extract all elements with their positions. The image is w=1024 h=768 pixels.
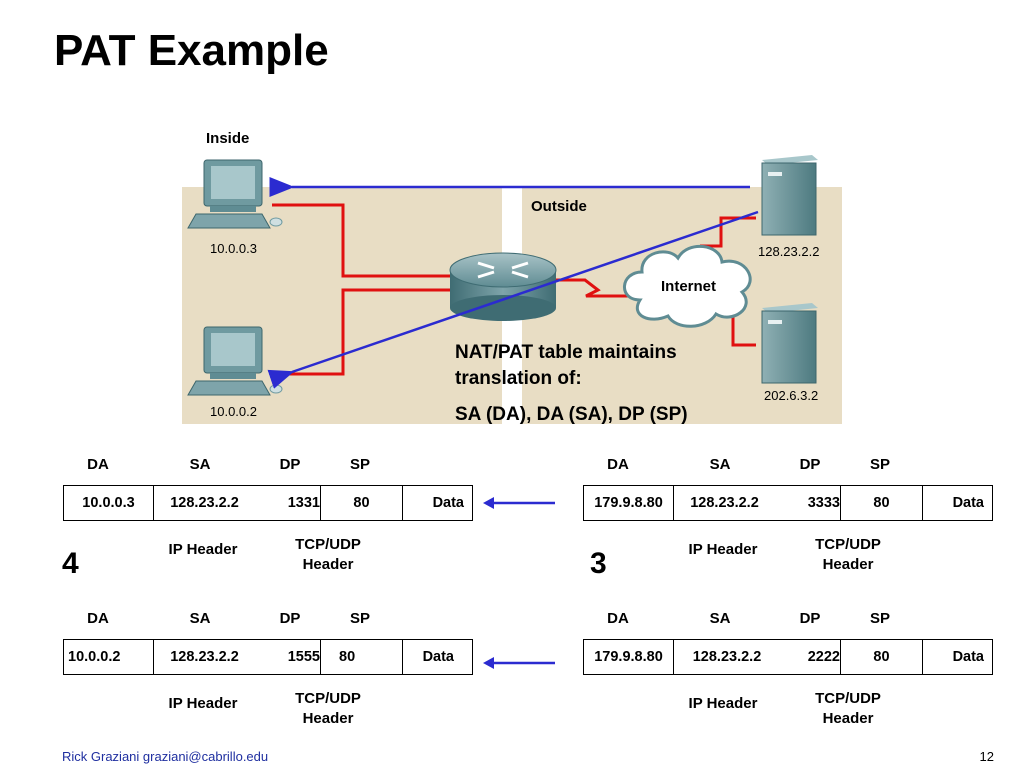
packet-left-bottom: 10.0.0.2 128.23.2.2 1555 80 Data (63, 639, 473, 675)
packet-right-bottom: 179.9.8.80 128.23.2.2 2222 80 Data (583, 639, 993, 675)
col-header-sa: SA (709, 610, 731, 627)
router-icon (449, 252, 557, 321)
packet-cell-dp: 3333 (775, 486, 841, 520)
packet-cell-dp: 2222 (780, 640, 841, 674)
packet-cell-data: Data (952, 495, 984, 511)
step-number-4: 4 (62, 547, 79, 580)
packet-cell-data: Data (432, 495, 464, 511)
ip-header-label: IP Header (168, 541, 238, 558)
ip-header-label: IP Header (168, 695, 238, 712)
col-header-sp: SP (349, 610, 370, 627)
nat-note: NAT/PAT table maintains translation of: … (455, 340, 688, 428)
network-diagram: Inside Outside Internet 10.0.0.3 10.0.0.… (182, 130, 842, 424)
note-line-2: translation of: (455, 368, 582, 389)
footer-author: Rick Graziani graziani@cabrillo.edu (62, 749, 269, 764)
packet-right-top: 179.9.8.80 128.23.2.2 3333 80 Data (583, 485, 993, 521)
col-header-da: DA (87, 610, 109, 627)
col-header-da: DA (607, 610, 629, 627)
col-header-sa: SA (189, 456, 211, 473)
page-number: 12 (979, 749, 994, 764)
server-1-ip: 128.23.2.2 (758, 244, 819, 259)
packet-cell-sa: 128.23.2.2 (170, 495, 239, 511)
col-header-da: DA (87, 456, 109, 473)
computer-icon-host-1 (187, 159, 283, 229)
flow-arrow-to-host-2 (267, 210, 759, 389)
packet-cell-sa: 128.23.2.2 (690, 495, 759, 511)
packet-cell-da: 10.0.0.2 (64, 640, 154, 674)
packet-cell-sp: 80 (321, 486, 403, 520)
arrow-left-icon (483, 657, 555, 669)
packet-cell-da: 179.9.8.80 (584, 640, 674, 674)
packet-cell-sa: 128.23.2.2 (170, 649, 239, 665)
server-icon-1 (761, 155, 818, 236)
internet-label: Internet (661, 278, 716, 295)
ip-header-label: IP Header (688, 695, 758, 712)
note-line-1: NAT/PAT table maintains (455, 342, 677, 363)
host-2-ip: 10.0.0.2 (210, 404, 257, 419)
col-header-dp: DP (799, 456, 821, 473)
outside-label: Outside (531, 198, 587, 215)
col-header-dp: DP (799, 610, 821, 627)
col-header-sp: SP (349, 456, 370, 473)
packet-cell-sp: 80 (321, 640, 403, 674)
col-header-da: DA (607, 456, 629, 473)
col-header-dp: DP (279, 610, 301, 627)
col-header-sa: SA (189, 610, 211, 627)
server-icon-2 (761, 303, 818, 384)
packet-cell-data: Data (422, 649, 454, 665)
packet-cell-sp: 80 (841, 486, 923, 520)
packet-cell-dp: 1555 (255, 640, 321, 674)
server-2-ip: 202.6.3.2 (764, 388, 818, 403)
col-header-dp: DP (279, 456, 301, 473)
col-header-sa: SA (709, 456, 731, 473)
col-header-sp: SP (869, 456, 890, 473)
packet-cell-sp: 80 (841, 640, 923, 674)
arrow-left-icon (483, 497, 555, 509)
page-title: PAT Example (54, 26, 329, 75)
packet-cell-dp: 1331 (255, 486, 321, 520)
step-number-3: 3 (590, 547, 607, 580)
ip-header-label: IP Header (688, 541, 758, 558)
packet-cell-sa: 128.23.2.2 (692, 649, 762, 665)
note-line-3: SA (DA), DA (SA), DP (SP) (455, 404, 688, 425)
packet-cell-da: 10.0.0.3 (64, 486, 154, 520)
packet-cell-da: 179.9.8.80 (584, 486, 674, 520)
packet-left-top: 10.0.0.3 128.23.2.2 1331 80 Data (63, 485, 473, 521)
inside-label: Inside (206, 130, 249, 147)
internet-cloud-icon (623, 244, 752, 328)
host-1-ip: 10.0.0.3 (210, 241, 257, 256)
col-header-sp: SP (869, 610, 890, 627)
computer-icon-host-2 (187, 326, 283, 396)
packet-cell-data: Data (952, 649, 984, 665)
